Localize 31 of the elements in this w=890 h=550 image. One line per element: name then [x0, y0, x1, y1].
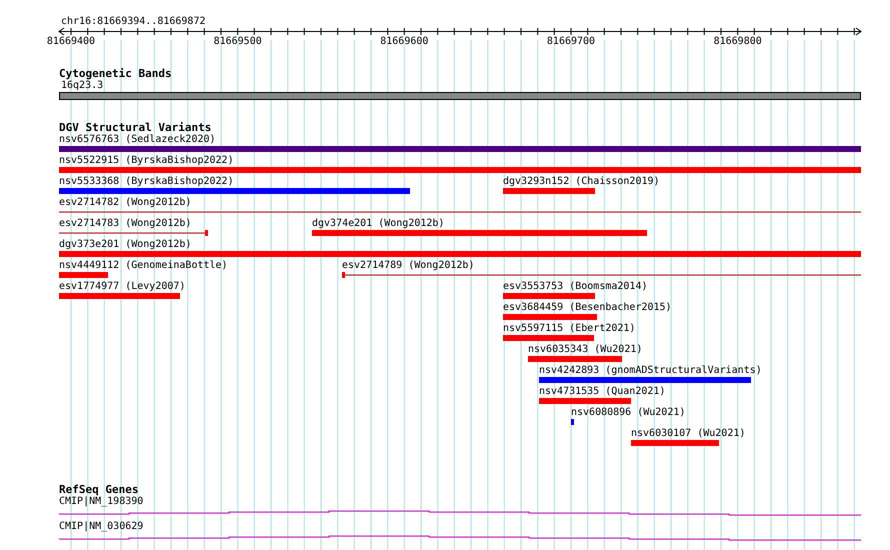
tick-label: 81669500: [214, 36, 262, 47]
tick-label: 81669400: [46, 36, 96, 47]
variant-label: dgv3293n152 (Chaisson2019): [503, 176, 660, 187]
track-title: DGV Structural Variants: [59, 122, 212, 133]
tick-label: 81669600: [380, 36, 428, 47]
variant-label: nsv5522915 (ByrskaBishop2022): [59, 155, 234, 166]
variant-label: nsv4731535 (Quan2021): [539, 386, 666, 397]
tick-label: 81669800: [714, 36, 762, 47]
variant-label: nsv6030107 (Wu2021): [631, 428, 746, 439]
variant-label: esv2714782 (Wong2012b): [59, 197, 192, 208]
gene-label: CMIP|NM_030629: [59, 521, 144, 532]
variant-label: nsv5597115 (Ebert2021): [503, 323, 636, 334]
variant-label: nsv4242893 (gnomADStructuralVariants): [539, 365, 762, 376]
variant-label: nsv6035343 (Wu2021): [528, 344, 642, 355]
variant-label: nsv6576763 (Sedlazeck2020): [59, 134, 216, 145]
position-label: chr16:81669394..81669872: [61, 16, 206, 27]
variant-label: esv2714789 (Wong2012b): [342, 260, 474, 271]
track-title: RefSeq Genes: [59, 484, 138, 495]
tick-label: 81669700: [546, 36, 596, 47]
variant-label: esv1774977 (Levy2007): [59, 281, 186, 292]
variant-label: nsv4449112 (GenomeinaBottle): [59, 260, 228, 271]
track-title: Cytogenetic Bands: [59, 68, 172, 79]
variant-label: nsv6080896 (Wu2021): [571, 407, 686, 418]
variant-label: esv3553753 (Boomsma2014): [503, 281, 648, 292]
variant-label: dgv373e201 (Wong2012b): [59, 239, 192, 250]
variant-label: dgv374e201 (Wong2012b): [312, 218, 444, 229]
variant-label: esv3684459 (Besenbacher2015): [503, 302, 672, 313]
gene-label: CMIP|NM_198390: [59, 496, 144, 507]
variant-label: nsv5533368 (ByrskaBishop2022): [59, 176, 234, 187]
variant-label: esv2714783 (Wong2012b): [59, 218, 192, 229]
band-label: 16q23.3: [61, 80, 104, 91]
